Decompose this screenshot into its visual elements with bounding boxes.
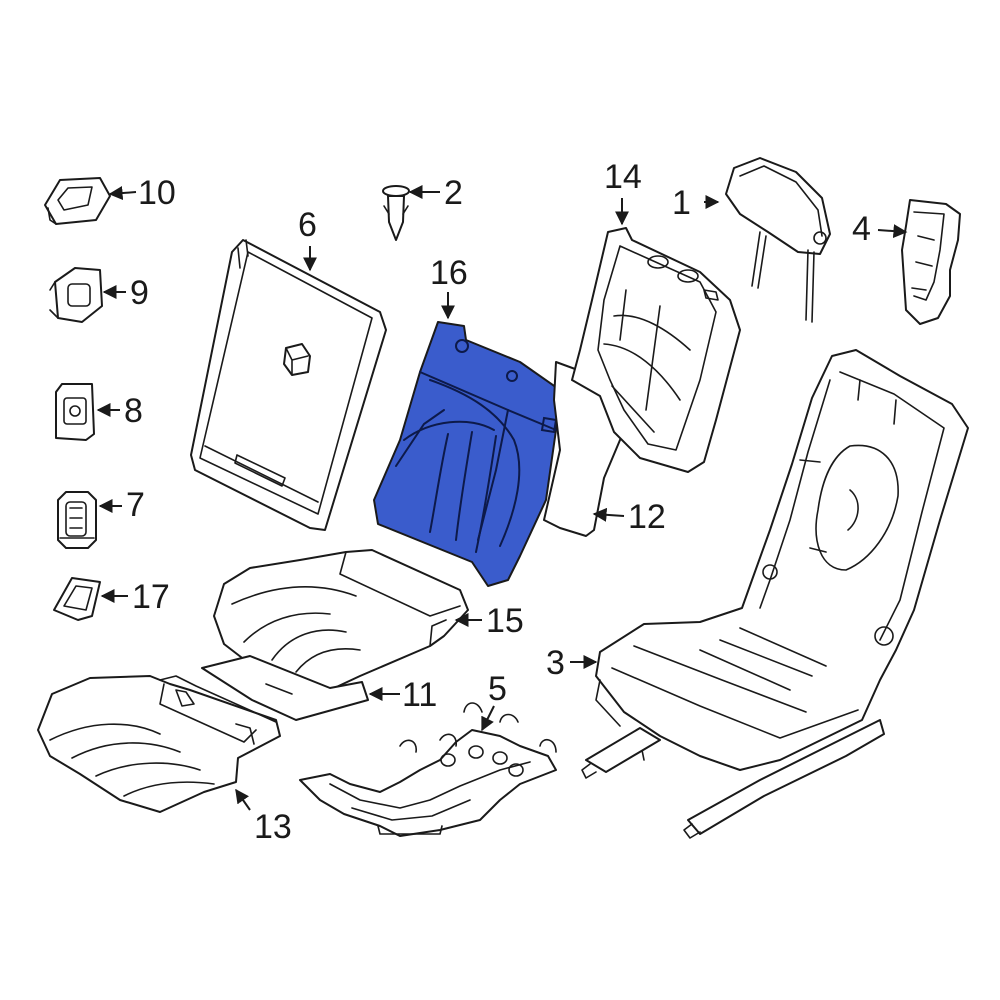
part-17-trim-cap[interactable] xyxy=(53,577,101,621)
callout-7: 7 xyxy=(126,486,145,524)
part-13-cushion-cover[interactable] xyxy=(37,675,281,813)
leader-5 xyxy=(481,705,495,732)
callout-5: 5 xyxy=(488,670,507,708)
callout-8: 8 xyxy=(124,392,143,430)
part-3-seat-frame[interactable] xyxy=(581,349,969,839)
part-8-switch[interactable] xyxy=(55,383,95,441)
callout-1: 1 xyxy=(672,184,691,222)
callout-13: 13 xyxy=(254,808,292,846)
callout-leaders xyxy=(96,185,908,811)
part-15-seat-cushion[interactable] xyxy=(213,549,469,691)
callout-9: 9 xyxy=(130,274,149,312)
part-10-switch-bezel[interactable] xyxy=(44,177,111,225)
callout-2: 2 xyxy=(444,174,463,212)
part-16-seat-back-cover[interactable] xyxy=(373,321,561,587)
part-6-seat-back-panel[interactable] xyxy=(190,239,387,531)
callout-10: 10 xyxy=(138,174,176,212)
leader-12 xyxy=(592,507,625,522)
leader-10 xyxy=(108,186,137,201)
callout-4: 4 xyxy=(852,210,871,248)
callout-6: 6 xyxy=(298,206,317,244)
callout-17: 17 xyxy=(132,578,170,616)
highlighted-part-fill xyxy=(373,321,561,587)
part-9-switch-trim[interactable] xyxy=(49,267,103,323)
part-14-backrest-cover[interactable] xyxy=(571,227,741,473)
part-7-switch-module[interactable] xyxy=(57,491,97,549)
part-2-push-clip[interactable] xyxy=(382,185,410,241)
callout-labels: 1 2 3 4 5 6 7 8 9 10 11 12 13 14 15 16 1… xyxy=(124,158,871,846)
leader-13 xyxy=(235,788,251,811)
leader-4 xyxy=(877,224,908,239)
callout-16: 16 xyxy=(430,254,468,292)
part-1-headrest[interactable] xyxy=(725,157,831,323)
callout-11: 11 xyxy=(402,676,437,714)
callout-14: 14 xyxy=(604,158,642,196)
part-5-spring-mat[interactable] xyxy=(299,702,557,837)
callout-12: 12 xyxy=(628,498,666,536)
part-4-bracket[interactable] xyxy=(901,199,961,325)
part-11-heating-pad[interactable] xyxy=(201,655,369,721)
callout-15: 15 xyxy=(486,602,524,640)
callout-3: 3 xyxy=(546,644,565,682)
